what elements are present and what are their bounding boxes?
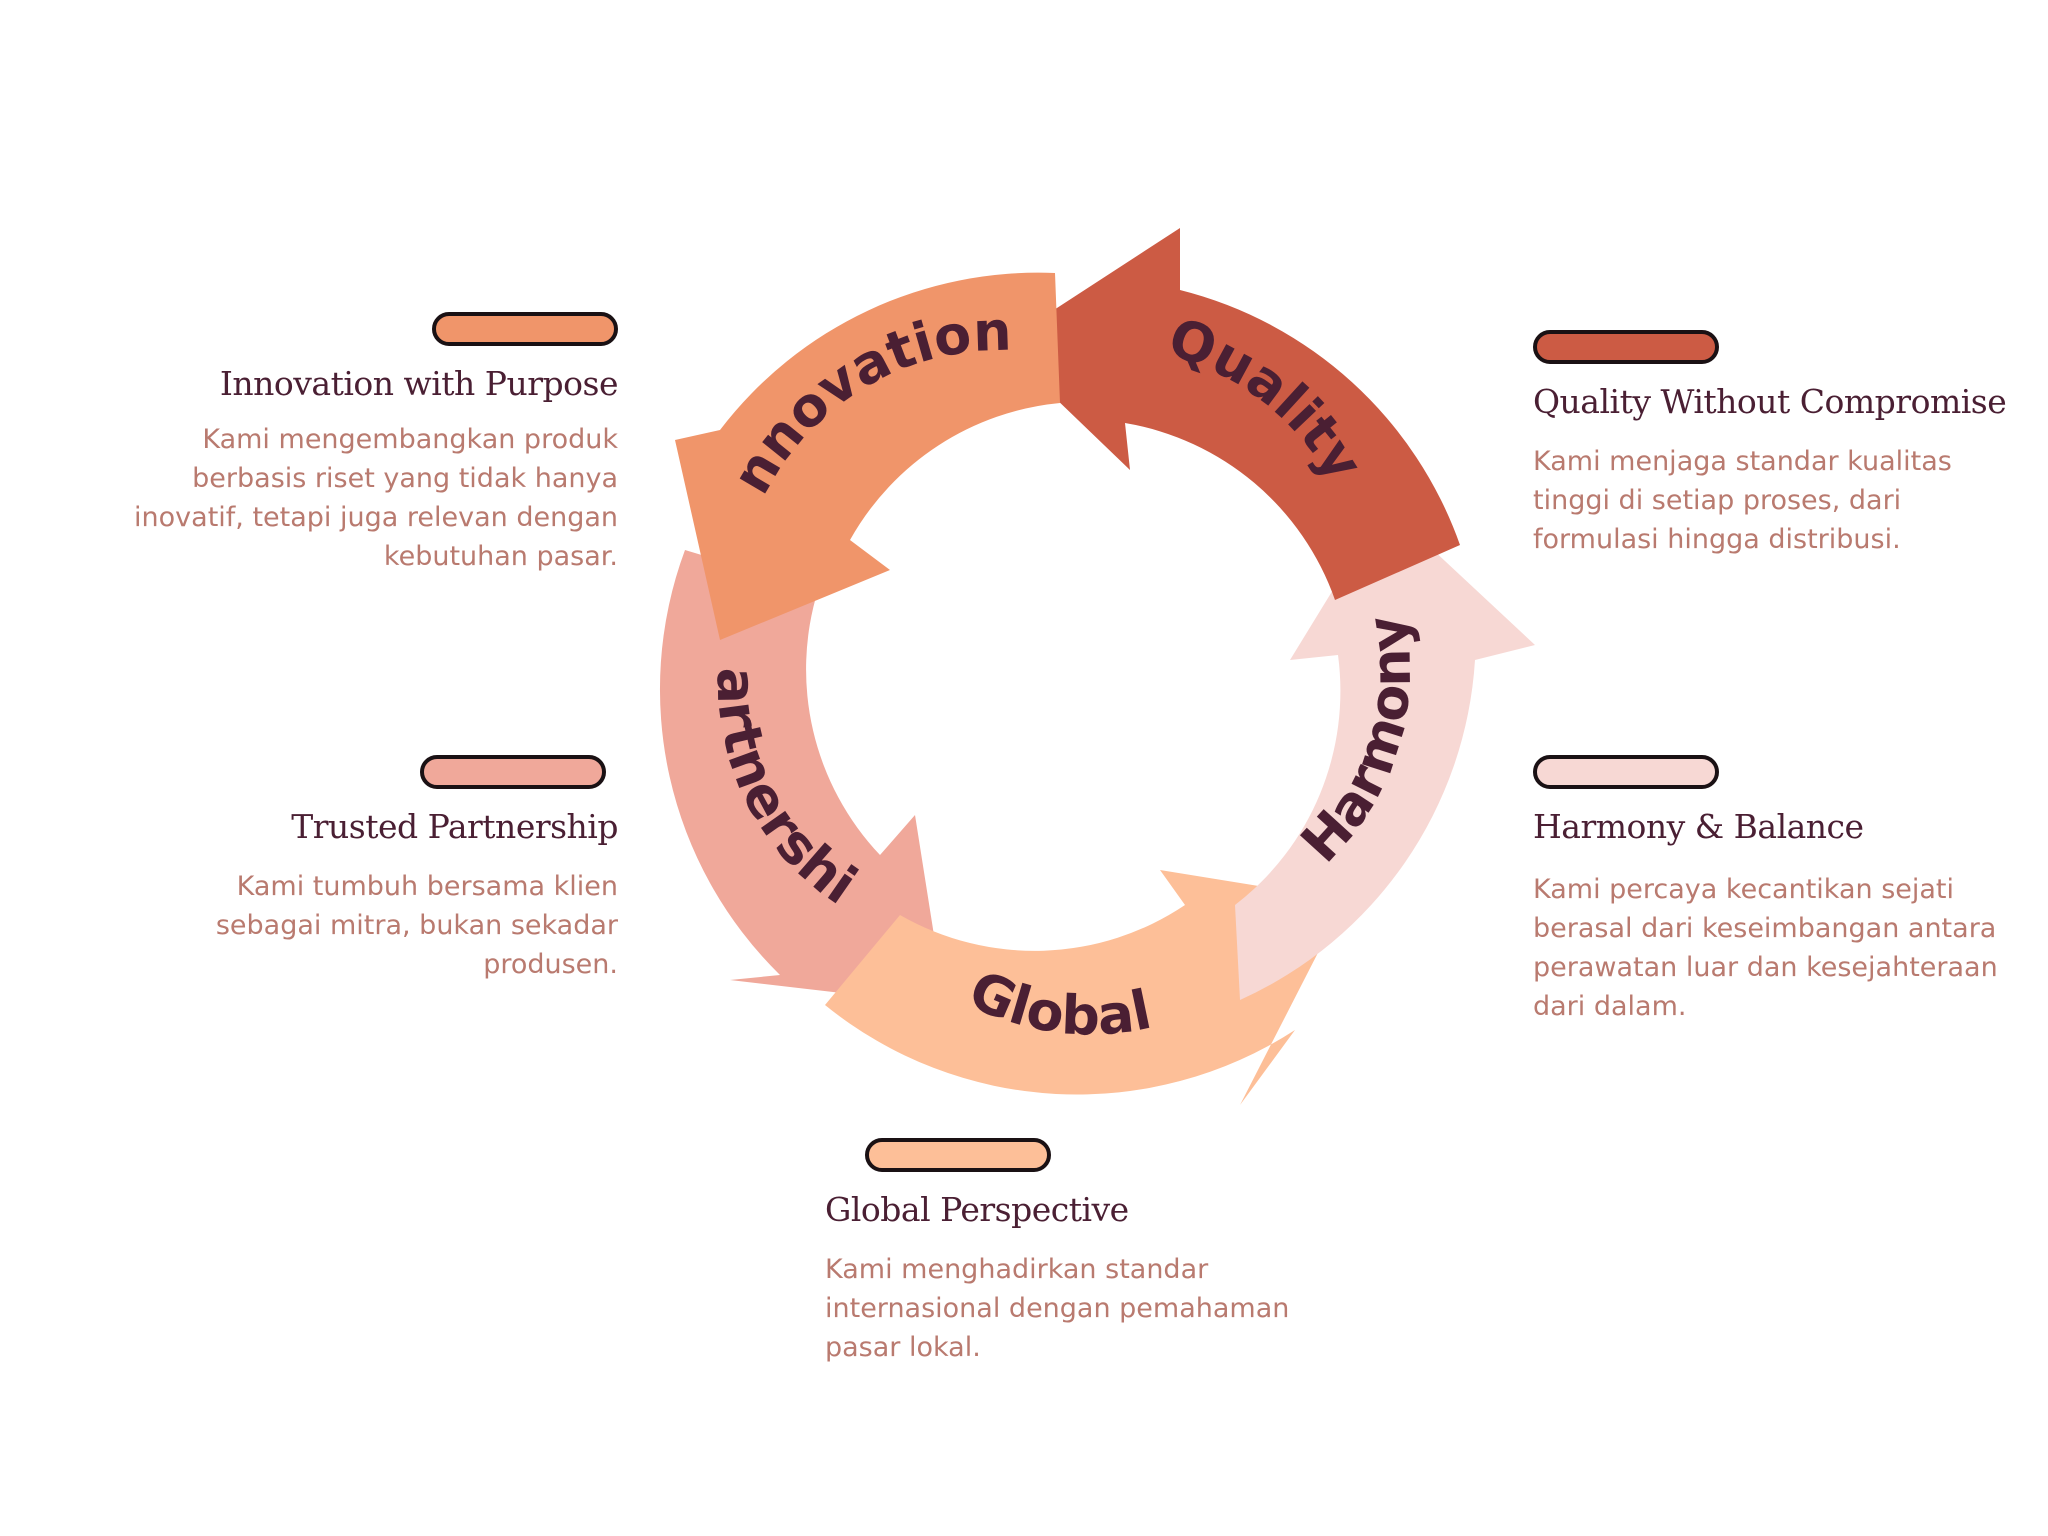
global-desc: Kami menghadirkan standar internasional …: [825, 1250, 1289, 1367]
desc-line: sebagai mitra, bukan sekadar: [215, 910, 618, 941]
partnership-arrow: [659, 550, 945, 1005]
desc-line: dari dalam.: [1533, 991, 1687, 1022]
desc-line: berasal dari keseimbangan antara: [1533, 913, 1997, 944]
desc-line: produsen.: [483, 949, 618, 980]
harmony-title: Harmony & Balance: [1533, 807, 1864, 846]
harmony-arrow: [1235, 505, 1535, 1000]
global-title: Global Perspective: [825, 1190, 1129, 1229]
innovation-pill: [432, 312, 618, 346]
desc-line: perawatan luar dan kesejahteraan: [1533, 952, 1998, 983]
quality-title: Quality Without Compromise: [1533, 382, 2007, 421]
partnership-block: Trusted Partnership Kami tumbuh bersama …: [120, 755, 618, 995]
partnership-desc: Kami tumbuh bersama klien sebagai mitra,…: [216, 867, 618, 984]
desc-line: Kami mengembangkan produk: [202, 424, 618, 455]
quality-arrow: [1000, 228, 1460, 600]
partnership-title: Trusted Partnership: [291, 807, 618, 846]
desc-line: formulasi hingga distribusi.: [1533, 524, 1901, 555]
desc-line: berbasis riset yang tidak hanya: [192, 463, 618, 494]
global-arrow: [825, 870, 1345, 1105]
innovation-title: Innovation with Purpose: [219, 364, 619, 403]
desc-line: kebutuhan pasar.: [383, 541, 618, 572]
desc-line: Kami tumbuh bersama klien: [236, 871, 618, 902]
desc-line: Kami menghadirkan standar: [825, 1254, 1209, 1285]
desc-line: inovatif, tetapi juga relevan dengan: [134, 502, 618, 533]
desc-line: internasional dengan pemahaman: [825, 1293, 1290, 1324]
desc-line: Kami percaya kecantikan sejati: [1533, 874, 1955, 905]
quality-block: Quality Without Compromise Kami menjaga …: [1533, 330, 2033, 570]
innovation-block: Innovation with Purpose Kami mengembangk…: [120, 312, 619, 592]
harmony-pill: [1533, 755, 1719, 789]
global-block: Global Perspective Kami menghadirkan sta…: [825, 1138, 1345, 1398]
quality-desc: Kami menjaga standar kualitas tinggi di …: [1533, 442, 1952, 559]
desc-line: Kami menjaga standar kualitas: [1533, 446, 1952, 477]
harmony-desc: Kami percaya kecantikan sejati berasal d…: [1533, 870, 1998, 1026]
innovation-desc: Kami mengembangkan produk berbasis riset…: [134, 420, 618, 576]
desc-line: tinggi di setiap proses, dari: [1533, 485, 1902, 516]
desc-line: pasar lokal.: [825, 1332, 981, 1363]
harmony-block: Harmony & Balance Kami percaya kecantika…: [1533, 755, 2033, 1055]
partnership-pill: [420, 755, 606, 789]
innovation-arrow: [675, 272, 1060, 640]
quality-pill: [1533, 330, 1719, 364]
global-pill: [865, 1138, 1051, 1172]
